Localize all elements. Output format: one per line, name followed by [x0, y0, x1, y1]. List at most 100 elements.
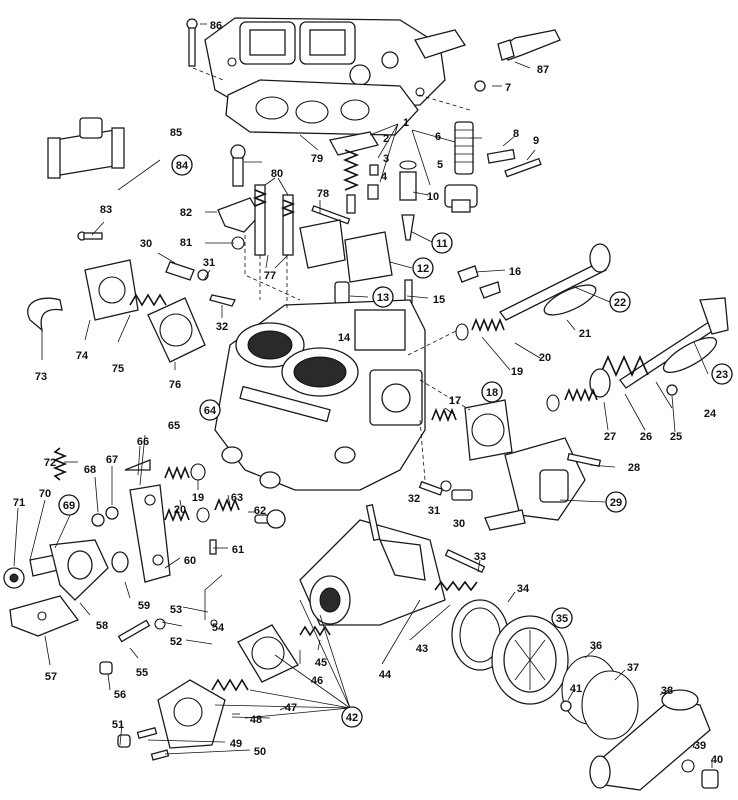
- callout-36: 36: [590, 640, 602, 652]
- callout-5: 5: [437, 159, 443, 171]
- needle-valve-stack: [329, 131, 380, 214]
- callout-73: 73: [35, 371, 47, 383]
- callout-40: 40: [711, 754, 723, 766]
- callout-label: 16: [509, 266, 521, 278]
- callout-label: 32: [408, 493, 420, 505]
- callout-45: 45: [315, 657, 327, 669]
- callout-label: 18: [486, 387, 498, 399]
- callout-circle: [605, 491, 627, 513]
- callout-26: 26: [640, 431, 652, 443]
- callout-label: 5: [437, 159, 443, 171]
- callout-79: 79: [311, 153, 323, 165]
- small-pin: [209, 539, 217, 555]
- callout-label: 6: [435, 131, 441, 143]
- callout-label: 60: [184, 555, 196, 567]
- callout-label: 35: [556, 613, 568, 625]
- callout-label: 3: [383, 153, 389, 165]
- callout-label: 27: [604, 431, 616, 443]
- callout-circle: [481, 381, 503, 403]
- callout-circle: [341, 706, 363, 728]
- callout-85: 85: [170, 127, 182, 139]
- small-screw: [77, 231, 103, 241]
- callout-43: 43: [416, 643, 428, 655]
- callout-circle: [199, 399, 221, 421]
- callout-4: 4: [381, 171, 388, 183]
- callout-label: 37: [627, 662, 639, 674]
- callout-60: 60: [184, 555, 196, 567]
- callout-label: 79: [311, 153, 323, 165]
- impeller-housing: [491, 615, 569, 705]
- throttle-rod: [204, 574, 223, 627]
- callout-76: 76: [169, 379, 181, 391]
- idle-mixture-screw: [254, 509, 286, 529]
- callout-71: 71: [13, 497, 25, 509]
- callout-68: 68: [84, 464, 96, 476]
- callout-label: 58: [96, 620, 108, 632]
- callout-label: 33: [474, 551, 486, 563]
- callout-label: 22: [614, 297, 626, 309]
- callout-label: 68: [84, 464, 96, 476]
- callout-label: 14: [338, 332, 351, 344]
- o-ring-pair: [561, 655, 639, 740]
- callout-label: 25: [670, 431, 682, 443]
- callout-label: 74: [76, 350, 89, 362]
- callout-label: 31: [428, 505, 440, 517]
- mounting-bracket: [9, 595, 80, 637]
- coolant-spring: [434, 548, 486, 592]
- callout-label: 46: [311, 675, 323, 687]
- callout-32b: 32: [408, 493, 420, 505]
- callout-label: 51: [112, 719, 124, 731]
- callout-circle: [372, 286, 394, 308]
- callout-label: 20: [174, 504, 186, 516]
- callout-label: 1: [403, 117, 409, 129]
- pump-spring: [129, 293, 167, 307]
- callout-54: 54: [212, 622, 225, 634]
- callout-41: 41: [570, 683, 582, 695]
- callout-label: 49: [230, 738, 242, 750]
- callout-label: 78: [317, 188, 329, 200]
- callout-61: 61: [232, 544, 244, 556]
- callout-7: 7: [505, 82, 511, 94]
- callout-42: 42: [341, 706, 363, 728]
- callout-80: 80: [271, 168, 283, 180]
- callout-72: 72: [44, 457, 56, 469]
- callout-label: 50: [254, 746, 266, 758]
- choke-housing: [504, 437, 586, 521]
- filter-plug: [444, 184, 478, 213]
- callout-2: 2: [383, 133, 389, 145]
- callout-label: 86: [210, 20, 222, 32]
- pump-diaphragm-lower: [237, 624, 299, 683]
- callout-6: 6: [435, 131, 441, 143]
- callout-circle: [171, 154, 193, 176]
- callout-19: 19: [511, 366, 523, 378]
- callout-12: 12: [412, 257, 434, 279]
- callout-label: 47: [285, 702, 297, 714]
- callout-25: 25: [670, 431, 682, 443]
- callout-label: 73: [35, 371, 47, 383]
- callout-58: 58: [96, 620, 108, 632]
- callout-74: 74: [76, 350, 89, 362]
- callout-55: 55: [136, 667, 148, 679]
- callout-20b: 20: [174, 504, 186, 516]
- callout-20: 20: [539, 352, 551, 364]
- top-cover-gasket: [225, 79, 419, 136]
- callout-label: 84: [176, 160, 189, 172]
- diffuser: [334, 281, 350, 305]
- callout-label: 26: [640, 431, 652, 443]
- intake-bend: [27, 297, 63, 332]
- callout-1: 1: [403, 117, 409, 129]
- callout-label: 43: [416, 643, 428, 655]
- callout-84: 84: [171, 154, 193, 176]
- jet-pair: [457, 265, 501, 299]
- choke-lever-and-screw: [484, 452, 602, 531]
- callout-66: 66: [137, 436, 149, 448]
- callout-47: 47: [285, 702, 297, 714]
- callout-label: 82: [180, 207, 192, 219]
- callout-83: 83: [100, 204, 112, 216]
- callout-label: 55: [136, 667, 148, 679]
- callout-44: 44: [379, 669, 392, 681]
- linkage-washers: [3, 554, 59, 589]
- callout-50: 50: [254, 746, 266, 758]
- pump-jet: [165, 261, 236, 307]
